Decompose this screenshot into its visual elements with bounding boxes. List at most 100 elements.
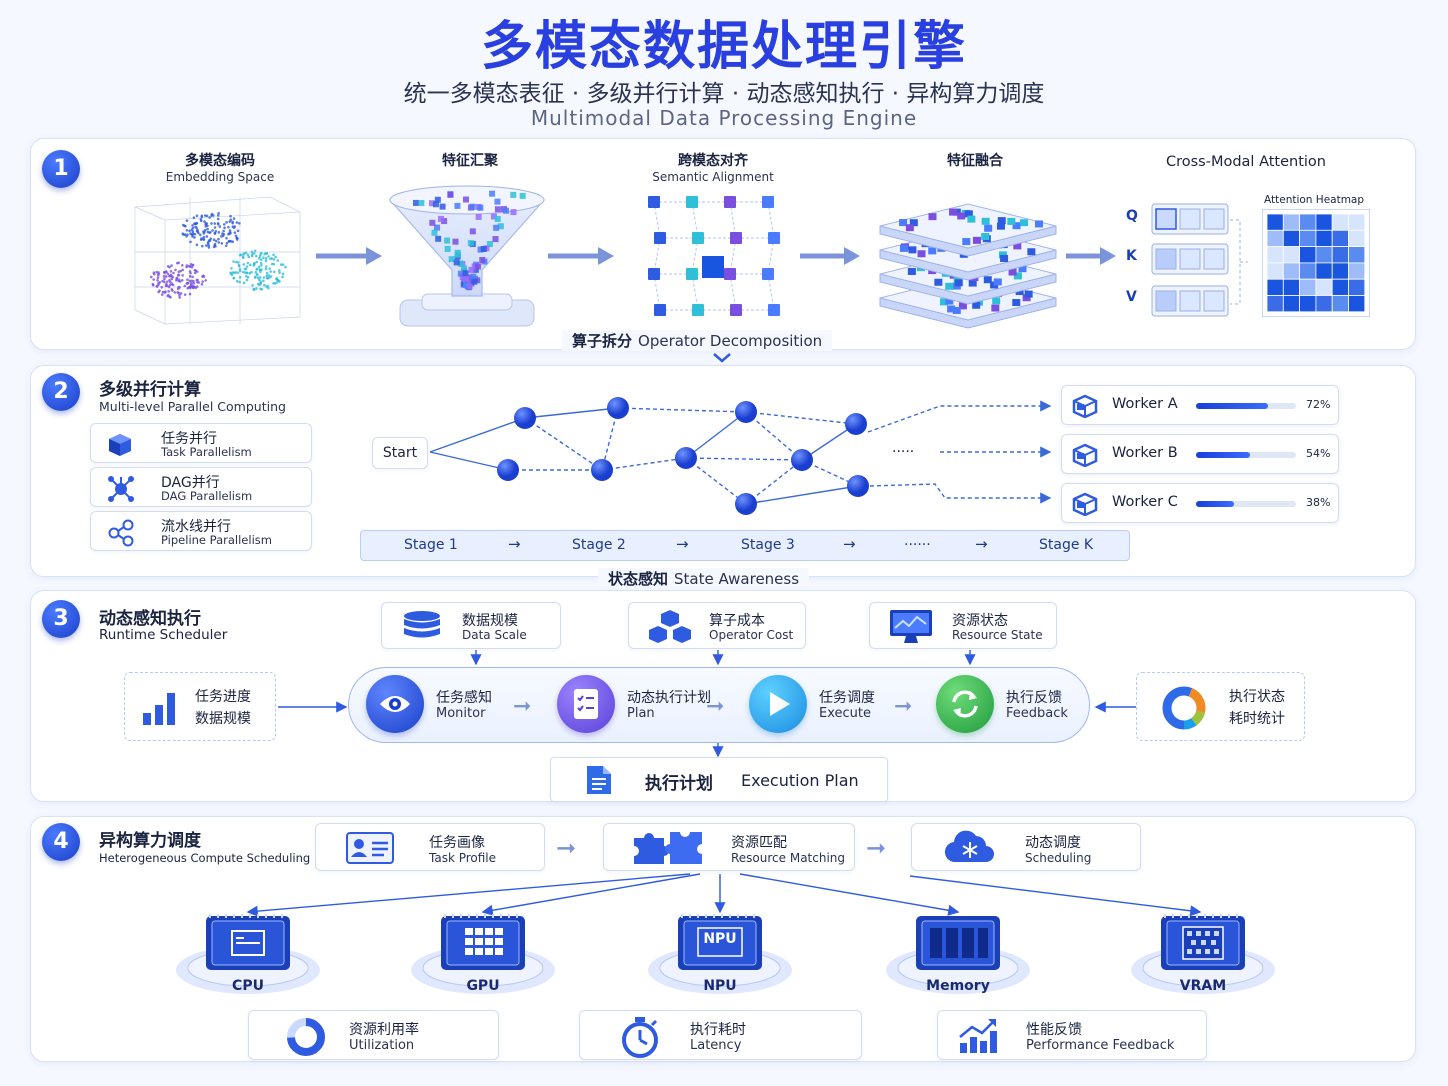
cloud-snowflake-icon (944, 830, 994, 863)
dag-ellipsis: ····· (892, 444, 915, 460)
loop-execute-cn: 任务调度 (819, 690, 875, 706)
section-3-title-en: Runtime Scheduler (99, 627, 228, 643)
mode-dag-cn: DAG并行 (161, 475, 220, 491)
arrow-right-icon: → (676, 535, 689, 553)
sep1-en: Operator Decomposition (638, 332, 823, 350)
stopwatch-icon (622, 1017, 658, 1058)
section-3-title: 动态感知执行 (99, 609, 201, 629)
left-box-line1: 任务进度 (195, 689, 251, 705)
loop-monitor[interactable]: 任务感知 Monitor (366, 675, 536, 735)
chip-cpu[interactable]: CPU (174, 908, 322, 1000)
resource-fanout (246, 873, 1202, 917)
metric-utilization-en: Utilization (349, 1038, 415, 1053)
chip-vram[interactable]: VRAM (1129, 908, 1277, 1000)
stage-2: Stage 2 (572, 537, 626, 553)
mode-task-cn: 任务并行 (161, 431, 217, 447)
worker-b[interactable]: Worker B 54% (1061, 434, 1339, 474)
worker-b-bar (1196, 452, 1296, 458)
execution-plan-en: Execution Plan (741, 771, 859, 790)
sep2-en: State Awareness (674, 570, 800, 588)
cube-icon (109, 434, 131, 456)
mode-pipeline-parallel[interactable]: 流水线并行 Pipeline Parallelism (90, 511, 312, 551)
step-alignment: 跨模态对齐 Semantic Alignment (630, 150, 796, 184)
loop-feedback[interactable]: 执行反馈 Feedback (936, 675, 1086, 735)
chip-vram-label: VRAM (1179, 978, 1227, 994)
worker-a-pct: 72% (1306, 398, 1331, 411)
loop-plan[interactable]: 动态执行计划 Plan (557, 675, 727, 735)
fusion-layers-icon (879, 203, 1057, 329)
input-resource-state-en: Resource State (952, 628, 1043, 642)
page-subtitle-en: Multimodal Data Processing Engine (530, 106, 918, 130)
section-1-number: 1 (42, 150, 80, 188)
input-data-scale: 数据规模 Data Scale (381, 602, 561, 649)
worker-box-icon (1072, 492, 1098, 516)
chip-cpu-label: CPU (232, 978, 264, 994)
attention-title: Cross-Modal Attention (1165, 154, 1326, 170)
left-status-box: 任务进度 数据规模 (124, 672, 276, 741)
worker-c[interactable]: Worker C 38% (1061, 483, 1339, 523)
chip-npu[interactable]: NPU NPU (646, 908, 794, 1000)
metric-latency: 执行耗时 Latency (579, 1010, 862, 1060)
donut-chart-icon (1162, 686, 1206, 730)
funnel-icon (388, 185, 546, 327)
q-label: Q (1126, 208, 1138, 224)
chip-npu-label: NPU (703, 978, 737, 994)
loop-plan-cn: 动态执行计划 (627, 690, 711, 706)
flow-resource-matching-cn: 资源匹配 (731, 835, 787, 851)
loop-execute-en: Execute (819, 706, 871, 721)
step-embedding-en: Embedding Space (165, 170, 275, 184)
play-icon (749, 675, 807, 733)
worker-c-pct: 38% (1306, 496, 1331, 509)
monitor-icon (890, 610, 932, 643)
execution-plan-cn: 执行计划 (645, 774, 713, 794)
arrow-right-icon: → (508, 535, 521, 553)
arrow-icon: ➞ (556, 834, 577, 862)
donut-icon (287, 1018, 325, 1056)
vram-chip-icon (1131, 914, 1275, 994)
execution-plan[interactable]: 执行计划 Execution Plan (550, 757, 888, 802)
loop-feedback-cn: 执行反馈 (1006, 690, 1062, 706)
worker-box-icon (1072, 394, 1098, 418)
worker-b-bar-fill (1196, 452, 1250, 458)
loop-plan-en: Plan (627, 706, 655, 721)
flow-resource-matching: 资源匹配 Resource Matching (603, 823, 855, 871)
arrow-icon (1066, 247, 1116, 265)
mode-task-en: Task Parallelism (161, 445, 252, 459)
metric-performance-en: Performance Feedback (1026, 1038, 1175, 1053)
loop-monitor-en: Monitor (436, 706, 486, 721)
section-4-title-en: Heterogeneous Compute Scheduling (99, 851, 311, 865)
mode-dag-en: DAG Parallelism (161, 489, 253, 503)
mode-pipeline-en: Pipeline Parallelism (161, 533, 272, 547)
flow-task-profile-cn: 任务画像 (429, 835, 485, 851)
input-operator-cost-cn: 算子成本 (709, 613, 765, 629)
loop-execute[interactable]: 任务调度 Execute (749, 675, 919, 735)
stage-ellipsis: ······ (904, 537, 931, 553)
metric-latency-en: Latency (690, 1038, 742, 1053)
refresh-icon (936, 675, 994, 733)
metric-performance: 性能反馈 Performance Feedback (937, 1010, 1207, 1060)
chip-memory[interactable]: Memory (884, 908, 1032, 1000)
flow-resource-matching-en: Resource Matching (731, 851, 846, 865)
page-title: 多模态数据处理引擎 (480, 17, 967, 77)
memory-chip-icon (886, 916, 1030, 994)
start-node: Start (372, 437, 428, 469)
step-fusion-cn: 特征融合 (947, 153, 1003, 169)
chip-gpu[interactable]: GPU (409, 908, 557, 1000)
section-2-title-en: Multi-level Parallel Computing (99, 399, 286, 414)
mode-task-parallel[interactable]: 任务并行 Task Parallelism (90, 423, 312, 463)
dag-icon (108, 476, 134, 502)
worker-a[interactable]: Worker A 72% (1061, 385, 1339, 425)
mode-dag-parallel[interactable]: DAG并行 DAG Parallelism (90, 467, 312, 507)
input-resource-state-cn: 资源状态 (952, 613, 1008, 629)
flow-task-profile-en: Task Profile (429, 851, 497, 865)
input-resource-state: 资源状态 Resource State (869, 602, 1057, 649)
flow-scheduling: 动态调度 Scheduling (911, 823, 1141, 871)
heatmap-label: Attention Heatmap (1264, 194, 1365, 206)
mode-pipeline-cn: 流水线并行 (161, 519, 231, 535)
right-status-box: 执行状态 耗时统计 (1136, 672, 1305, 741)
section-4-number: 4 (42, 823, 80, 861)
worker-b-name: Worker B (1112, 445, 1178, 461)
id-card-icon (346, 832, 394, 864)
worker-c-name: Worker C (1112, 494, 1178, 510)
